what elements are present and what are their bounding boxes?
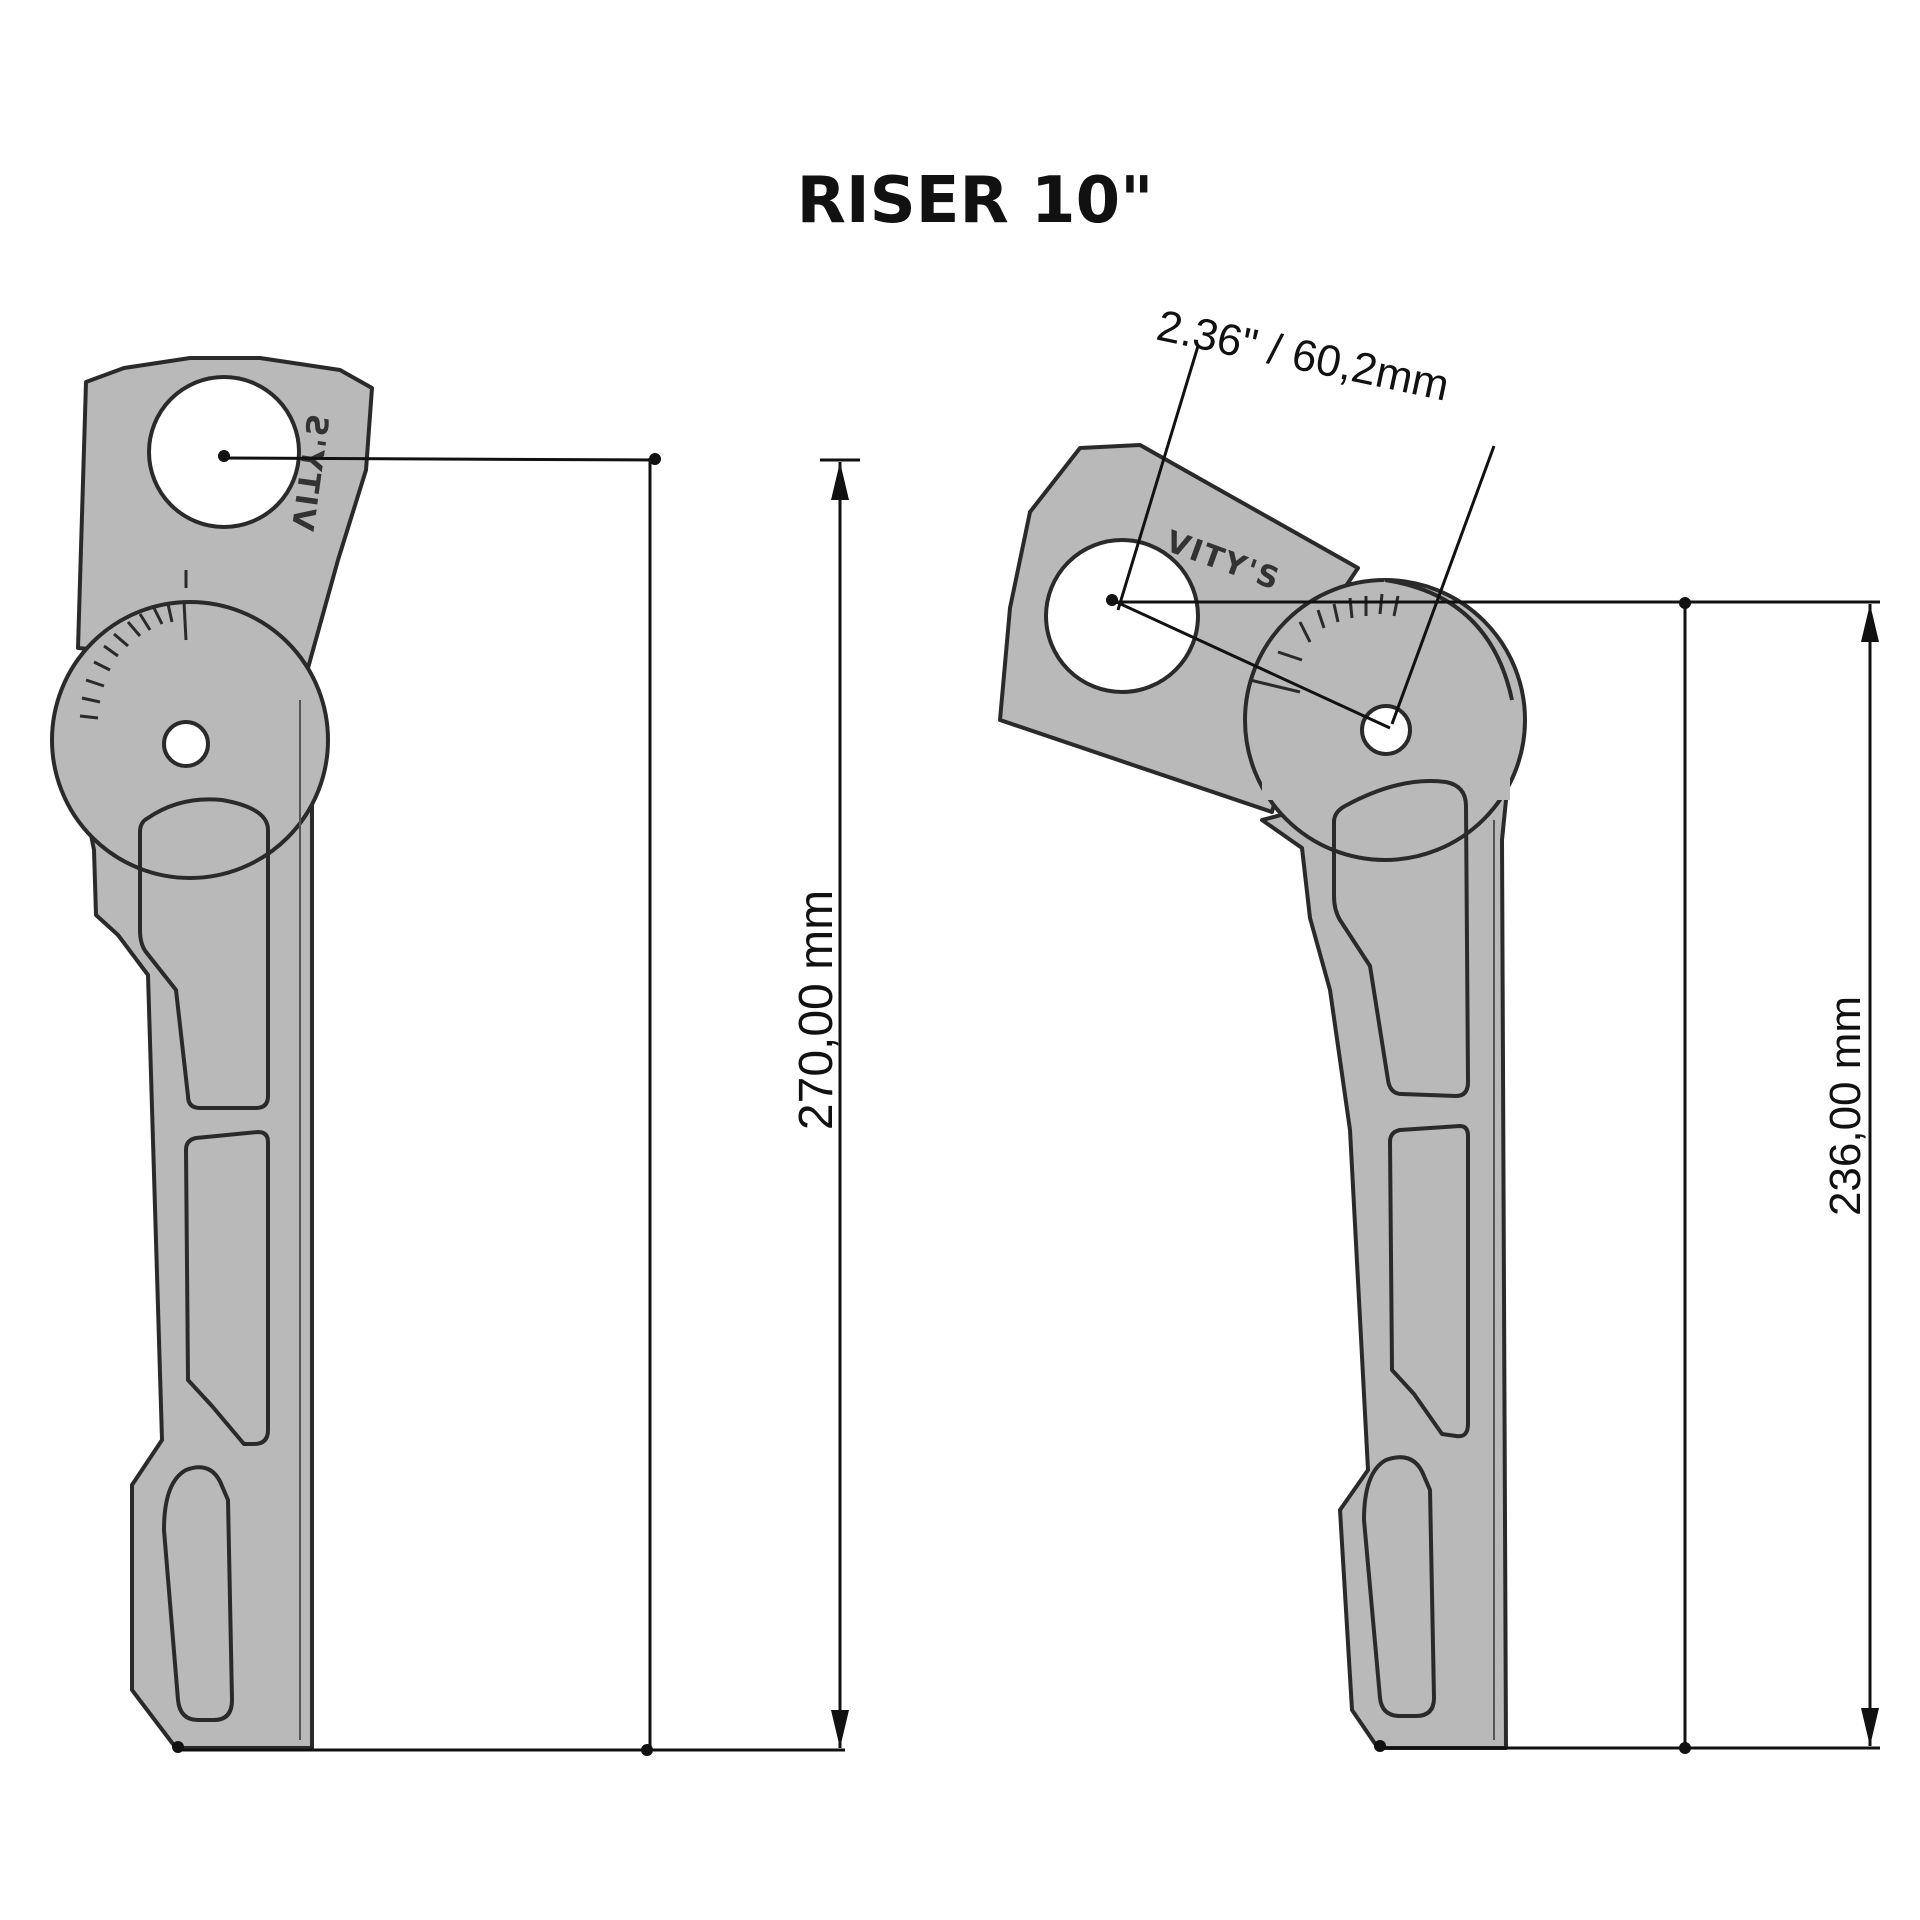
page-title: RISER 10" xyxy=(797,164,1154,238)
left-ref-dot-bottom xyxy=(641,1744,653,1756)
left-slot-middle xyxy=(184,1130,270,1446)
right-ref-dot-top xyxy=(1679,597,1691,609)
left-riser-view: VITY'S xyxy=(50,356,860,1756)
right-ref-dot-bottom xyxy=(1679,1742,1691,1754)
left-ref-dot-base xyxy=(172,1741,184,1753)
right-dim-arrow-bottom xyxy=(1861,1708,1879,1746)
right-ref-dot-base xyxy=(1374,1740,1386,1752)
right-pivot-hole xyxy=(1360,704,1412,756)
right-offset-ext-right xyxy=(1390,445,1496,725)
right-arm-shoulder xyxy=(1262,580,1510,800)
right-offset-ext-left xyxy=(1116,345,1200,611)
left-ref-dot-mid xyxy=(649,453,661,465)
left-slot-lower xyxy=(162,1465,234,1722)
left-height-label: 270,00 mm xyxy=(790,890,843,1130)
right-clamp-hole xyxy=(1044,538,1200,694)
right-slot-upper xyxy=(1332,779,1470,1098)
right-riser-view: VITY'S 2.36" / 60,2mm xyxy=(998,301,1880,1754)
left-angle-scale xyxy=(79,570,188,720)
left-pivot-hole xyxy=(162,720,210,768)
right-offset-label: 2.36" / 60,2mm xyxy=(1153,301,1454,411)
left-ref-dot-top xyxy=(218,450,230,462)
left-slot-upper xyxy=(138,797,270,1110)
right-offset-dot xyxy=(1106,594,1118,606)
right-arm-outline xyxy=(1384,578,1514,701)
left-ref-line-top xyxy=(221,456,656,462)
left-dim-arrow-bottom xyxy=(831,1710,849,1748)
right-height-label: 236,00 mm xyxy=(1821,996,1870,1216)
right-offset-ref-line xyxy=(1111,598,1391,730)
right-dim-arrow-top xyxy=(1861,604,1879,642)
right-slot-middle xyxy=(1388,1124,1470,1439)
right-slot-lower xyxy=(1362,1455,1436,1718)
left-dim-arrow-top xyxy=(831,462,849,500)
